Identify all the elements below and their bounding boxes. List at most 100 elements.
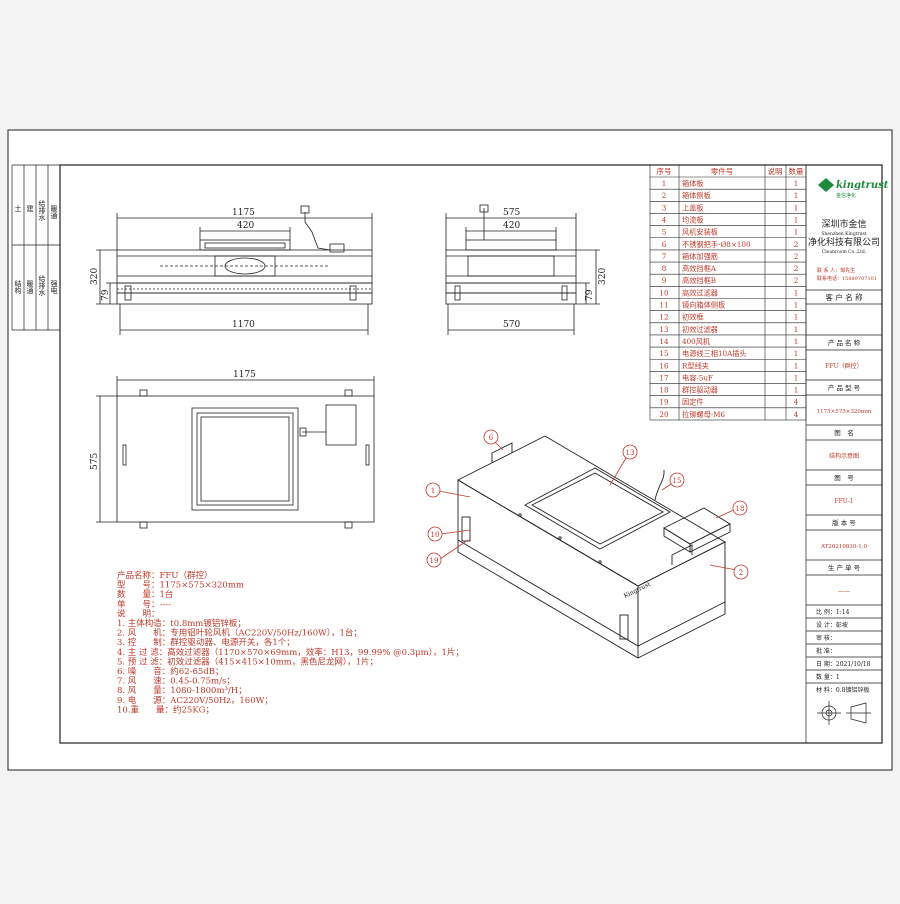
scale: 比 例：1:14 bbox=[816, 608, 850, 616]
title-block bbox=[805, 164, 883, 744]
parts-cell-qty: 1 bbox=[794, 203, 799, 212]
top-height: 575 bbox=[90, 453, 100, 470]
front-view bbox=[96, 205, 373, 335]
top-view bbox=[96, 376, 375, 529]
parts-cell-name: 箱体侧板 bbox=[682, 191, 711, 200]
parts-cell-name: 电源线三相10A插头 bbox=[682, 349, 747, 358]
date: 日 期：2021/10/18 bbox=[816, 660, 871, 668]
strip-a-2: 给排水 bbox=[38, 199, 46, 221]
callout-10: 10 bbox=[431, 531, 440, 539]
front-height: 320 bbox=[90, 268, 100, 285]
side-bottom-height: 79 bbox=[585, 289, 595, 301]
parts-header-no: 序号 bbox=[657, 166, 672, 176]
strip-a-3: 暖通 bbox=[50, 205, 58, 220]
front-top-width: 1175 bbox=[232, 208, 255, 218]
company-line2: 净化科技有限公司 bbox=[808, 236, 880, 248]
company-en2: Cleanroom Co.,Ltd. bbox=[822, 249, 867, 255]
parts-cell-no: 6 bbox=[662, 240, 667, 249]
designer: 设 计：彭坡 bbox=[816, 621, 848, 629]
parts-cell-no: 8 bbox=[662, 264, 667, 273]
drawing-name-label: 图 名 bbox=[834, 428, 854, 437]
parts-cell-qty: 1 bbox=[794, 313, 799, 322]
parts-header-note: 说明 bbox=[768, 166, 783, 176]
parts-cell-name: 不锈钢把手-Ø8×100 bbox=[682, 240, 751, 249]
spec-line: 5. 预 过 滤：初效过滤器（415×415×10mm，黑色尼龙网），1片； bbox=[117, 656, 378, 667]
parts-cell-no: 14 bbox=[659, 337, 669, 346]
parts-cell-no: 12 bbox=[659, 313, 668, 322]
parts-cell-no: 19 bbox=[659, 398, 669, 407]
spec-line: 说 明： bbox=[117, 608, 160, 619]
parts-cell-name: 均流板 bbox=[682, 215, 704, 224]
parts-cell-no: 17 bbox=[659, 373, 669, 382]
parts-cell-qty: 2 bbox=[794, 240, 799, 249]
paper-border bbox=[7, 129, 893, 771]
parts-cell-name: 初效过滤器 bbox=[682, 325, 718, 334]
parts-cell-no: 10 bbox=[659, 288, 669, 297]
model-value: 1175×575×320mm bbox=[817, 409, 872, 415]
parts-cell-qty: 2 bbox=[794, 264, 799, 273]
model-label: 产 品 型 号 bbox=[828, 383, 861, 392]
parts-cell-qty: 1 bbox=[794, 373, 799, 382]
strip-b-2: 给排水 bbox=[38, 274, 46, 296]
spec-line: 9. 电 源：AC220V/50Hz，160W； bbox=[117, 695, 273, 706]
parts-cell-name: 高效过滤器 bbox=[682, 288, 718, 297]
version-label: 版 本 号 bbox=[832, 518, 856, 527]
parts-cell-name: 高效挡框B bbox=[682, 276, 716, 285]
spec-line: 4. 主 过 滤：高效过滤器（1170×570×69mm，效率：H13，99.9… bbox=[117, 647, 464, 658]
strip-a-1: 建 bbox=[26, 204, 34, 213]
callout-1: 1 bbox=[431, 487, 435, 495]
parts-cell-qty: 2 bbox=[794, 252, 799, 261]
parts-cell-name: R型线夹 bbox=[682, 361, 709, 370]
parts-cell-name: 高效挡框A bbox=[682, 264, 717, 273]
strip-b-1: 暖通 bbox=[26, 280, 34, 295]
front-bottom-height: 79 bbox=[101, 289, 111, 301]
parts-cell-no: 1 bbox=[662, 179, 667, 188]
parts-cell-name: 箱体加强筋 bbox=[682, 252, 718, 261]
left-strip bbox=[11, 164, 60, 331]
product-name-value: FFU（群控） bbox=[825, 362, 862, 370]
callout-19: 19 bbox=[430, 557, 439, 565]
parts-cell-name: 拉铆螺母-M6 bbox=[682, 410, 726, 419]
reviewer: 审 核： bbox=[816, 634, 836, 642]
parts-cell-no: 2 bbox=[662, 191, 667, 200]
spec-line: 数 量：1台 bbox=[117, 589, 173, 600]
parts-cell-qty: 1 bbox=[794, 179, 799, 188]
parts-cell-name: 箱体板 bbox=[682, 179, 704, 188]
callout-6: 6 bbox=[489, 434, 494, 442]
spec-line: 7. 风 速：0.45-0.75m/s； bbox=[117, 677, 235, 687]
parts-cell-qty: 1 bbox=[794, 228, 799, 237]
parts-cell-qty: 1 bbox=[794, 337, 799, 346]
parts-cell-no: 3 bbox=[662, 203, 667, 212]
contact-person: 联 系 人：邹先生 bbox=[817, 267, 855, 274]
parts-cell-no: 7 bbox=[662, 252, 667, 261]
spec-line: 2. 风 机：专用铝叶轮风机（AC220V/50Hz/160W），1台； bbox=[117, 628, 362, 639]
strip-a-0: 土 bbox=[14, 204, 22, 212]
parts-table bbox=[649, 164, 807, 421]
parts-cell-no: 16 bbox=[659, 361, 669, 370]
spec-line: 10.重 量：约25KG； bbox=[117, 704, 214, 715]
parts-cell-name: 群控驱动器 bbox=[682, 386, 718, 395]
parts-cell-name: 风机安装板 bbox=[682, 228, 718, 237]
logo-text: kingtrust bbox=[836, 180, 889, 191]
iso-view bbox=[457, 435, 731, 659]
drawing-name-value: 结构示意图 bbox=[829, 452, 859, 460]
top-width: 1175 bbox=[233, 370, 256, 380]
order-label: 生 产 单 号 bbox=[828, 563, 861, 572]
spec-line: 8. 风 量：1080-1800m³/H； bbox=[117, 686, 247, 696]
parts-cell-no: 18 bbox=[659, 386, 669, 395]
parts-cell-no: 20 bbox=[659, 410, 669, 419]
spec-line: 3. 控 制：群控驱动器、电源开关，各1个； bbox=[117, 637, 295, 648]
side-bottom-width: 570 bbox=[503, 320, 520, 330]
parts-header-qty: 数量 bbox=[789, 166, 804, 176]
customer-label: 客 户 名 称 bbox=[825, 292, 863, 302]
drawing-no-label: 图 号 bbox=[834, 474, 854, 482]
parts-cell-qty: 1 bbox=[794, 288, 799, 297]
logo-sub: 金信净化 bbox=[836, 192, 856, 199]
front-inner-width: 420 bbox=[237, 221, 254, 231]
spec-line: 型 号：1175×575×320mm bbox=[117, 581, 244, 591]
product-name-label: 产 品 名 称 bbox=[828, 338, 861, 347]
strip-b-0: 结构 bbox=[14, 279, 22, 295]
material: 材 料：0.8镀铝锌板 bbox=[816, 686, 869, 694]
